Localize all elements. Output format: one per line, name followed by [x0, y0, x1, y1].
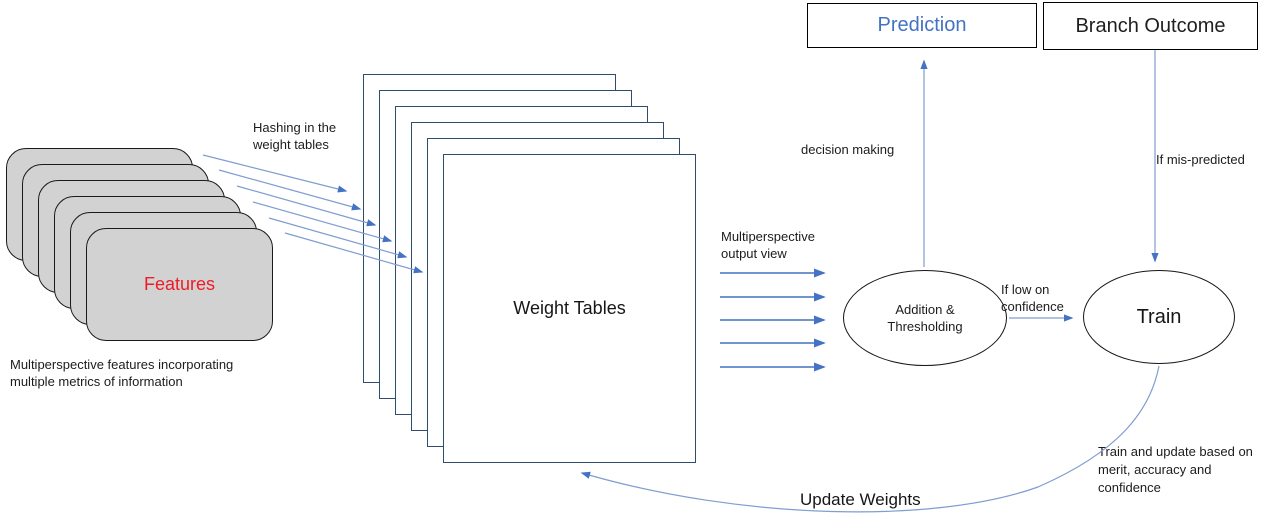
hashing-label-line2: weight tables: [253, 137, 329, 152]
addition-thresholding-ellipse: Addition & Thresholding: [843, 270, 1007, 366]
output-view-label-line2: output view: [721, 246, 787, 261]
feature-card-front: Features: [86, 228, 273, 341]
train-ellipse: Train: [1083, 270, 1235, 364]
features-label: Features: [143, 274, 216, 294]
weight-table-card-front: Weight Tables: [443, 154, 696, 463]
train-caption-line2: merit, accuracy and: [1098, 462, 1212, 477]
features-caption-line2: multiple metrics of information: [10, 374, 183, 389]
weight-tables-label: Weight Tables: [513, 298, 626, 318]
output-view-label: Multiperspective output view: [721, 228, 815, 262]
branch-outcome-box: Branch Outcome: [1043, 2, 1258, 50]
train-caption-line1: Train and update based on: [1098, 444, 1253, 459]
features-caption-line1: Multiperspective features incorporating: [10, 357, 234, 372]
addition-thresholding-line2: Thresholding: [887, 319, 963, 334]
hashing-label-line1: Hashing in the: [253, 120, 337, 135]
hashing-arrow: [202, 154, 348, 193]
hashing-arrow: [236, 185, 377, 227]
low-confidence-label-line2: confidence: [1001, 299, 1064, 314]
low-confidence-label: If low on confidence: [1001, 281, 1064, 315]
low-confidence-label-line1: If low on: [1001, 282, 1050, 297]
hashing-arrow: [218, 169, 362, 211]
mis-predicted-label: If mis-predicted: [1156, 152, 1245, 167]
train-caption: Train and update based on merit, accurac…: [1098, 443, 1283, 497]
prediction-label: Prediction: [877, 14, 967, 36]
addition-thresholding-line1: Addition &: [895, 302, 955, 317]
features-caption: Multiperspective features incorporating …: [10, 356, 290, 390]
output-view-label-line1: Multiperspective: [721, 229, 815, 244]
train-caption-line3: confidence: [1098, 480, 1161, 495]
hashing-label: Hashing in the weight tables: [253, 119, 336, 153]
update-weights-label: Update Weights: [800, 490, 921, 509]
branch-outcome-label: Branch Outcome: [1075, 14, 1226, 37]
output-arrows: [720, 268, 826, 372]
prediction-box: Prediction: [807, 3, 1037, 48]
decision-making-label: decision making: [801, 142, 895, 157]
train-label: Train: [1136, 305, 1182, 328]
